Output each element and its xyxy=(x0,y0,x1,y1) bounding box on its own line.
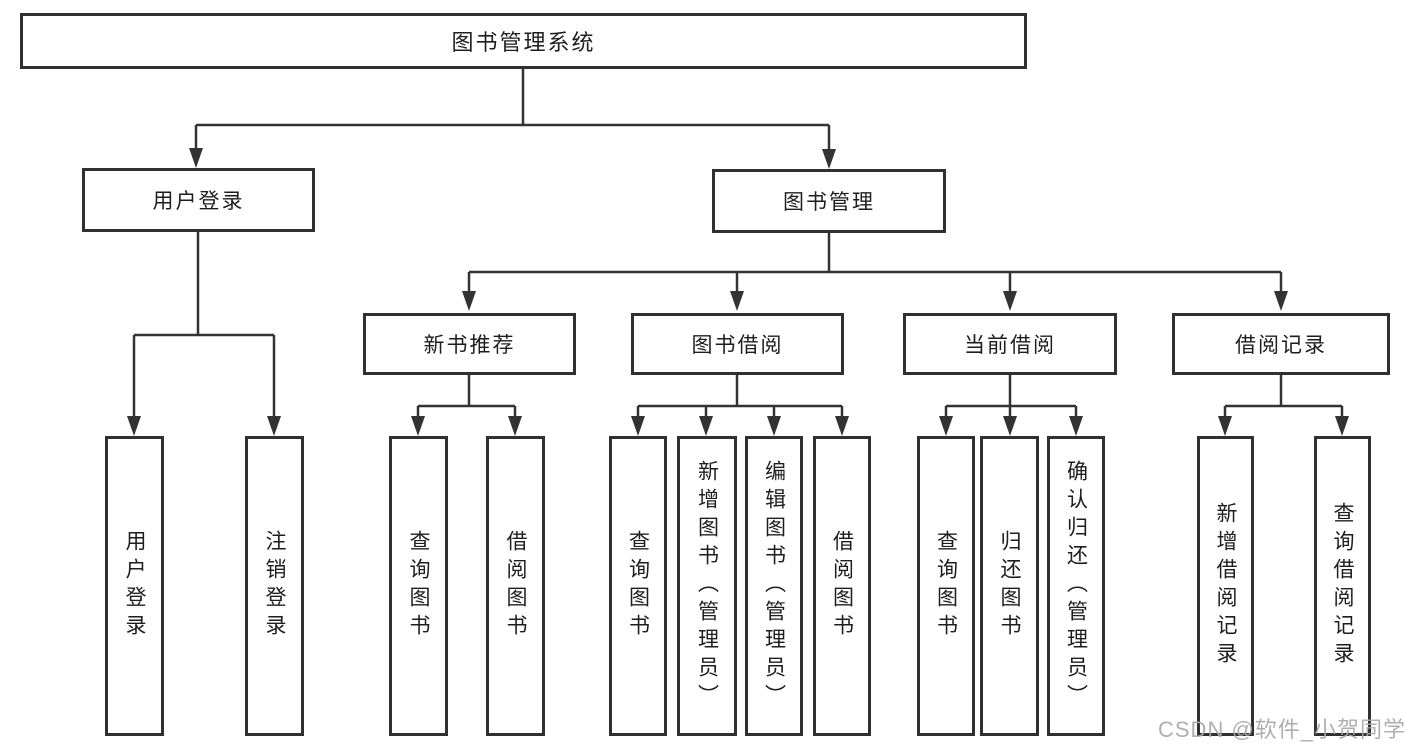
leaf-confirm-return-admin-label: 确认归还（管理员） xyxy=(1064,460,1088,712)
leaf-query-books-recommend-label: 查询图书 xyxy=(407,530,430,642)
node-book-management: 图书管理 xyxy=(712,169,946,233)
node-current-borrow-label: 当前借阅 xyxy=(964,334,1056,357)
csdn-watermark: CSDN @软件_小贺同学 xyxy=(1158,717,1405,742)
leaf-borrow-books-borrow-label: 借阅图书 xyxy=(830,530,854,642)
leaf-logout-label: 注销登录 xyxy=(263,530,286,642)
node-borrow-records: 借阅记录 xyxy=(1172,313,1390,375)
leaf-query-borrow-record: 查询借阅记录 xyxy=(1314,436,1371,736)
leaf-borrow-books-recommend: 借阅图书 xyxy=(486,436,545,736)
leaf-return-books-label: 归还图书 xyxy=(998,530,1021,642)
leaf-query-books-borrow: 查询图书 xyxy=(609,436,667,736)
leaf-edit-book-admin: 编辑图书（管理员） xyxy=(745,436,803,736)
leaf-add-borrow-record: 新增借阅记录 xyxy=(1197,436,1254,736)
leaf-borrow-books-recommend-label: 借阅图书 xyxy=(504,530,527,642)
leaf-query-books-current: 查询图书 xyxy=(917,436,975,736)
leaf-user-login: 用户登录 xyxy=(105,436,164,736)
node-new-book-recommend-label: 新书推荐 xyxy=(423,334,516,357)
leaf-add-borrow-record-label: 新增借阅记录 xyxy=(1214,502,1237,670)
leaf-query-books-borrow-label: 查询图书 xyxy=(626,530,650,642)
leaf-add-book-admin: 新增图书（管理员） xyxy=(677,436,737,736)
leaf-query-books-current-label: 查询图书 xyxy=(934,530,958,642)
leaf-add-book-admin-label: 新增图书（管理员） xyxy=(695,460,719,712)
node-book-management-label: 图书管理 xyxy=(783,191,875,214)
node-user-login: 用户登录 xyxy=(82,168,315,232)
node-new-book-recommend: 新书推荐 xyxy=(363,313,576,375)
node-book-borrow-label: 图书借阅 xyxy=(691,334,784,357)
node-book-borrow: 图书借阅 xyxy=(631,313,844,375)
node-root: 图书管理系统 xyxy=(20,13,1027,69)
leaf-query-books-recommend: 查询图书 xyxy=(389,436,448,736)
node-root-label: 图书管理系统 xyxy=(451,30,596,55)
node-current-borrow: 当前借阅 xyxy=(903,313,1117,375)
leaf-user-login-label: 用户登录 xyxy=(123,530,146,642)
leaf-borrow-books-borrow: 借阅图书 xyxy=(813,436,871,736)
leaf-edit-book-admin-label: 编辑图书（管理员） xyxy=(762,460,786,712)
node-user-login-label: 用户登录 xyxy=(152,190,245,213)
leaf-query-borrow-record-label: 查询借阅记录 xyxy=(1331,502,1354,670)
leaf-confirm-return-admin: 确认归还（管理员） xyxy=(1047,436,1105,736)
leaf-return-books: 归还图书 xyxy=(980,436,1039,736)
leaf-logout: 注销登录 xyxy=(245,436,304,736)
node-borrow-records-label: 借阅记录 xyxy=(1235,334,1327,357)
